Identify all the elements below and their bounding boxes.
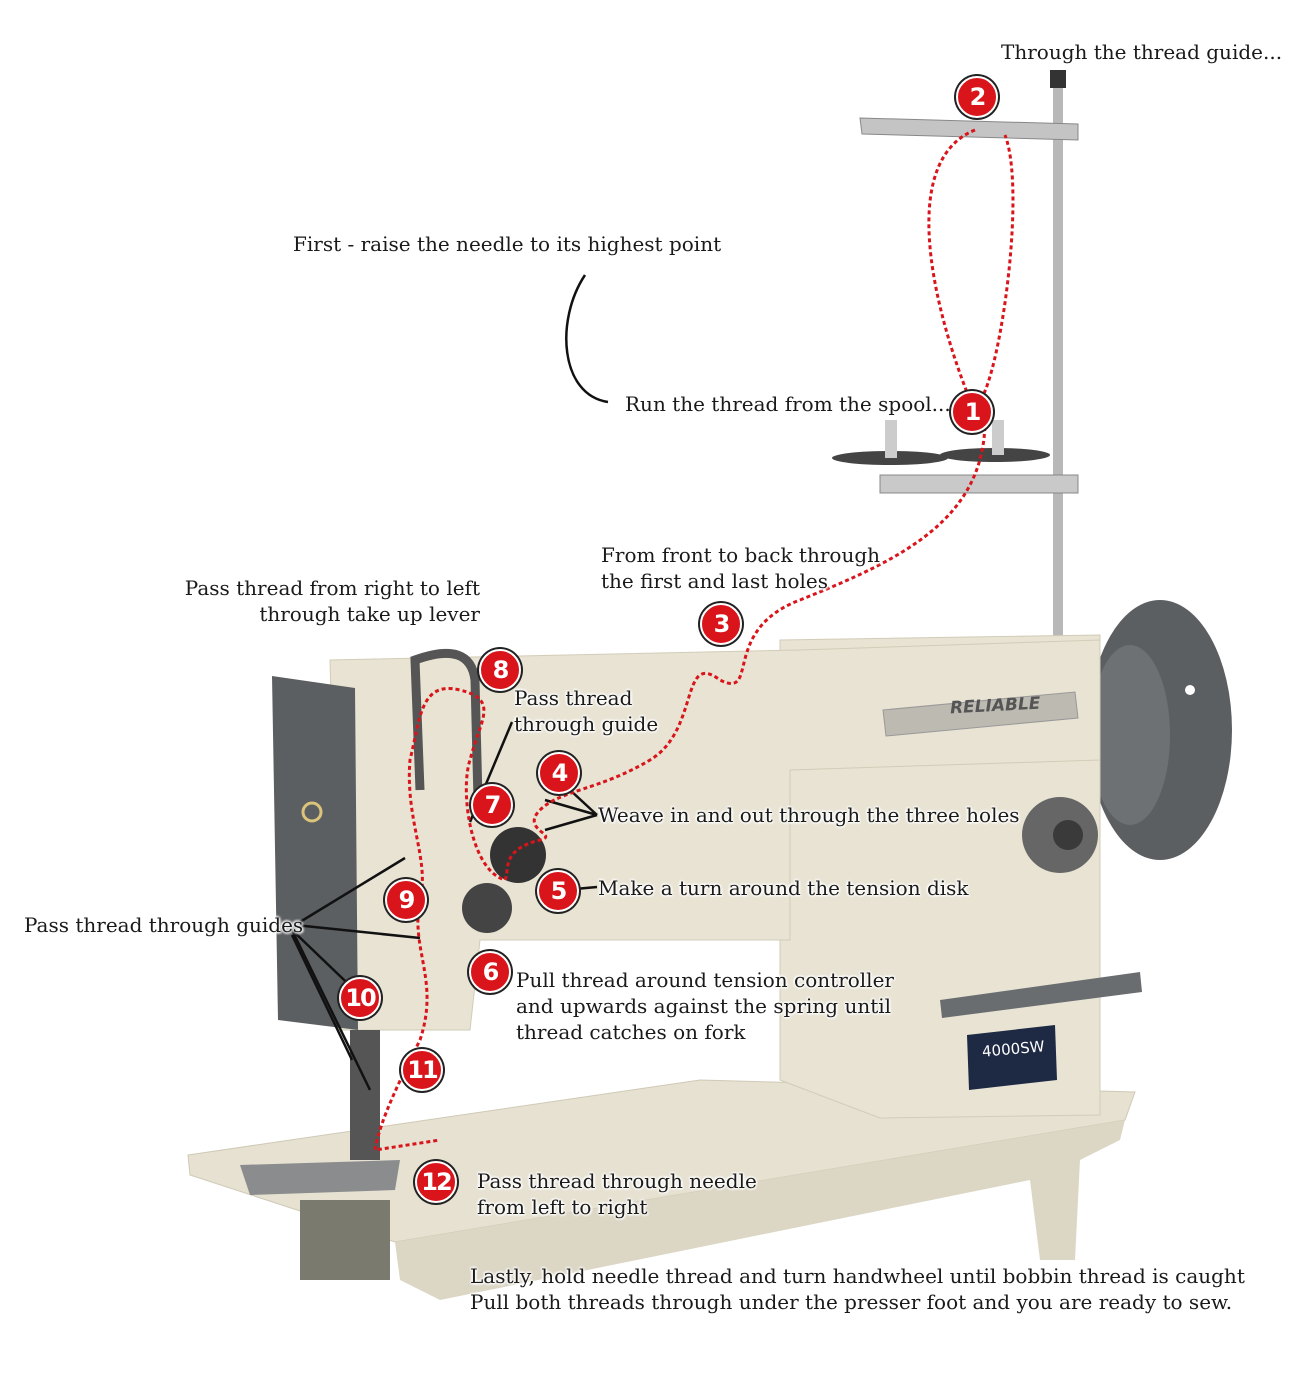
label-guide: Pass thread through guide	[514, 685, 658, 737]
spool-pin-left	[885, 420, 897, 458]
knee-bar	[940, 972, 1142, 1018]
model-plate	[967, 1025, 1057, 1090]
label-holes: From front to back through the first and…	[601, 542, 880, 594]
step-marker-7: 7	[471, 784, 513, 826]
label-intro: First - raise the needle to its highest …	[293, 232, 722, 256]
label-line: Lastly, hold needle thread and turn hand…	[470, 1264, 1245, 1288]
step-marker-4: 4	[538, 752, 580, 794]
label-spool: Run the thread from the spool...	[625, 392, 951, 416]
label-tension-disk: Make a turn around the tension disk	[598, 876, 969, 900]
label-line: the first and last holes	[601, 569, 829, 593]
step-marker-2: 2	[956, 76, 998, 118]
tension-disk	[490, 827, 546, 883]
label-line: Pass thread through needle	[477, 1169, 757, 1193]
leader-line	[544, 798, 598, 817]
label-line: Pass thread from right to left	[184, 576, 480, 600]
leader-line	[544, 813, 598, 832]
label-needle: Pass thread through needle from left to …	[477, 1168, 757, 1220]
label-line: and upwards against the spring until	[516, 994, 892, 1018]
step-marker-8: 8	[479, 649, 521, 691]
label-guides: Pass thread through guides	[24, 913, 304, 937]
step-marker-11: 11	[401, 1049, 443, 1091]
leader-line	[290, 929, 372, 1091]
tension-controller	[462, 883, 512, 933]
spool-stand-pole	[1053, 70, 1063, 640]
handwheel-hole	[1185, 685, 1195, 695]
stitch-length-dial-center	[1053, 820, 1083, 850]
intro-pointer-curve	[565, 274, 609, 404]
pole-cap	[1050, 70, 1066, 88]
label-weave: Weave in and out through the three holes	[598, 803, 1020, 827]
leader-line	[290, 934, 354, 1061]
machine-bed-side	[395, 1120, 1125, 1300]
spool-pin-right	[992, 420, 1004, 455]
label-line: from left to right	[477, 1195, 648, 1219]
step-marker-12: 12	[415, 1161, 457, 1203]
face-plate	[272, 676, 358, 1030]
label-line: through take up lever	[259, 602, 480, 626]
needle-bar	[350, 1030, 380, 1160]
label-line: thread catches on fork	[516, 1020, 746, 1044]
needle-plate	[240, 1160, 400, 1195]
label-take-up: Pass thread from right to left through t…	[185, 575, 480, 627]
step-marker-9: 9	[385, 879, 427, 921]
label-lastly: Lastly, hold needle thread and turn hand…	[470, 1263, 1245, 1315]
take-up-lever	[410, 648, 483, 801]
label-line: From front to back through	[601, 543, 881, 567]
label-line: Pull thread around tension controller	[516, 968, 894, 992]
machine-arm	[329, 639, 1101, 1031]
spool-holder-bar	[879, 474, 1079, 494]
leader-line	[569, 789, 598, 816]
face-plate-emblem	[301, 801, 323, 823]
step-marker-3: 3	[700, 603, 742, 645]
label-line: Pass thread	[514, 686, 633, 710]
leader-line	[294, 856, 406, 927]
label-thread-guide: Through the thread guide...	[1001, 40, 1283, 64]
label-tension-controller: Pull thread around tension controller an…	[516, 967, 894, 1045]
step-marker-1: 1	[951, 391, 993, 433]
label-line: through guide	[514, 712, 659, 736]
step-marker-10: 10	[339, 977, 381, 1019]
label-line: Pull both threads through under the pres…	[470, 1290, 1233, 1314]
handwheel-hub	[1090, 645, 1170, 825]
under-bed-mechanism	[300, 1200, 390, 1280]
brand-plate	[882, 691, 1079, 737]
step-marker-5: 5	[537, 870, 579, 912]
step-marker-6: 6	[469, 951, 511, 993]
leader-line	[294, 923, 421, 940]
thread-guide-bar	[859, 117, 1079, 141]
